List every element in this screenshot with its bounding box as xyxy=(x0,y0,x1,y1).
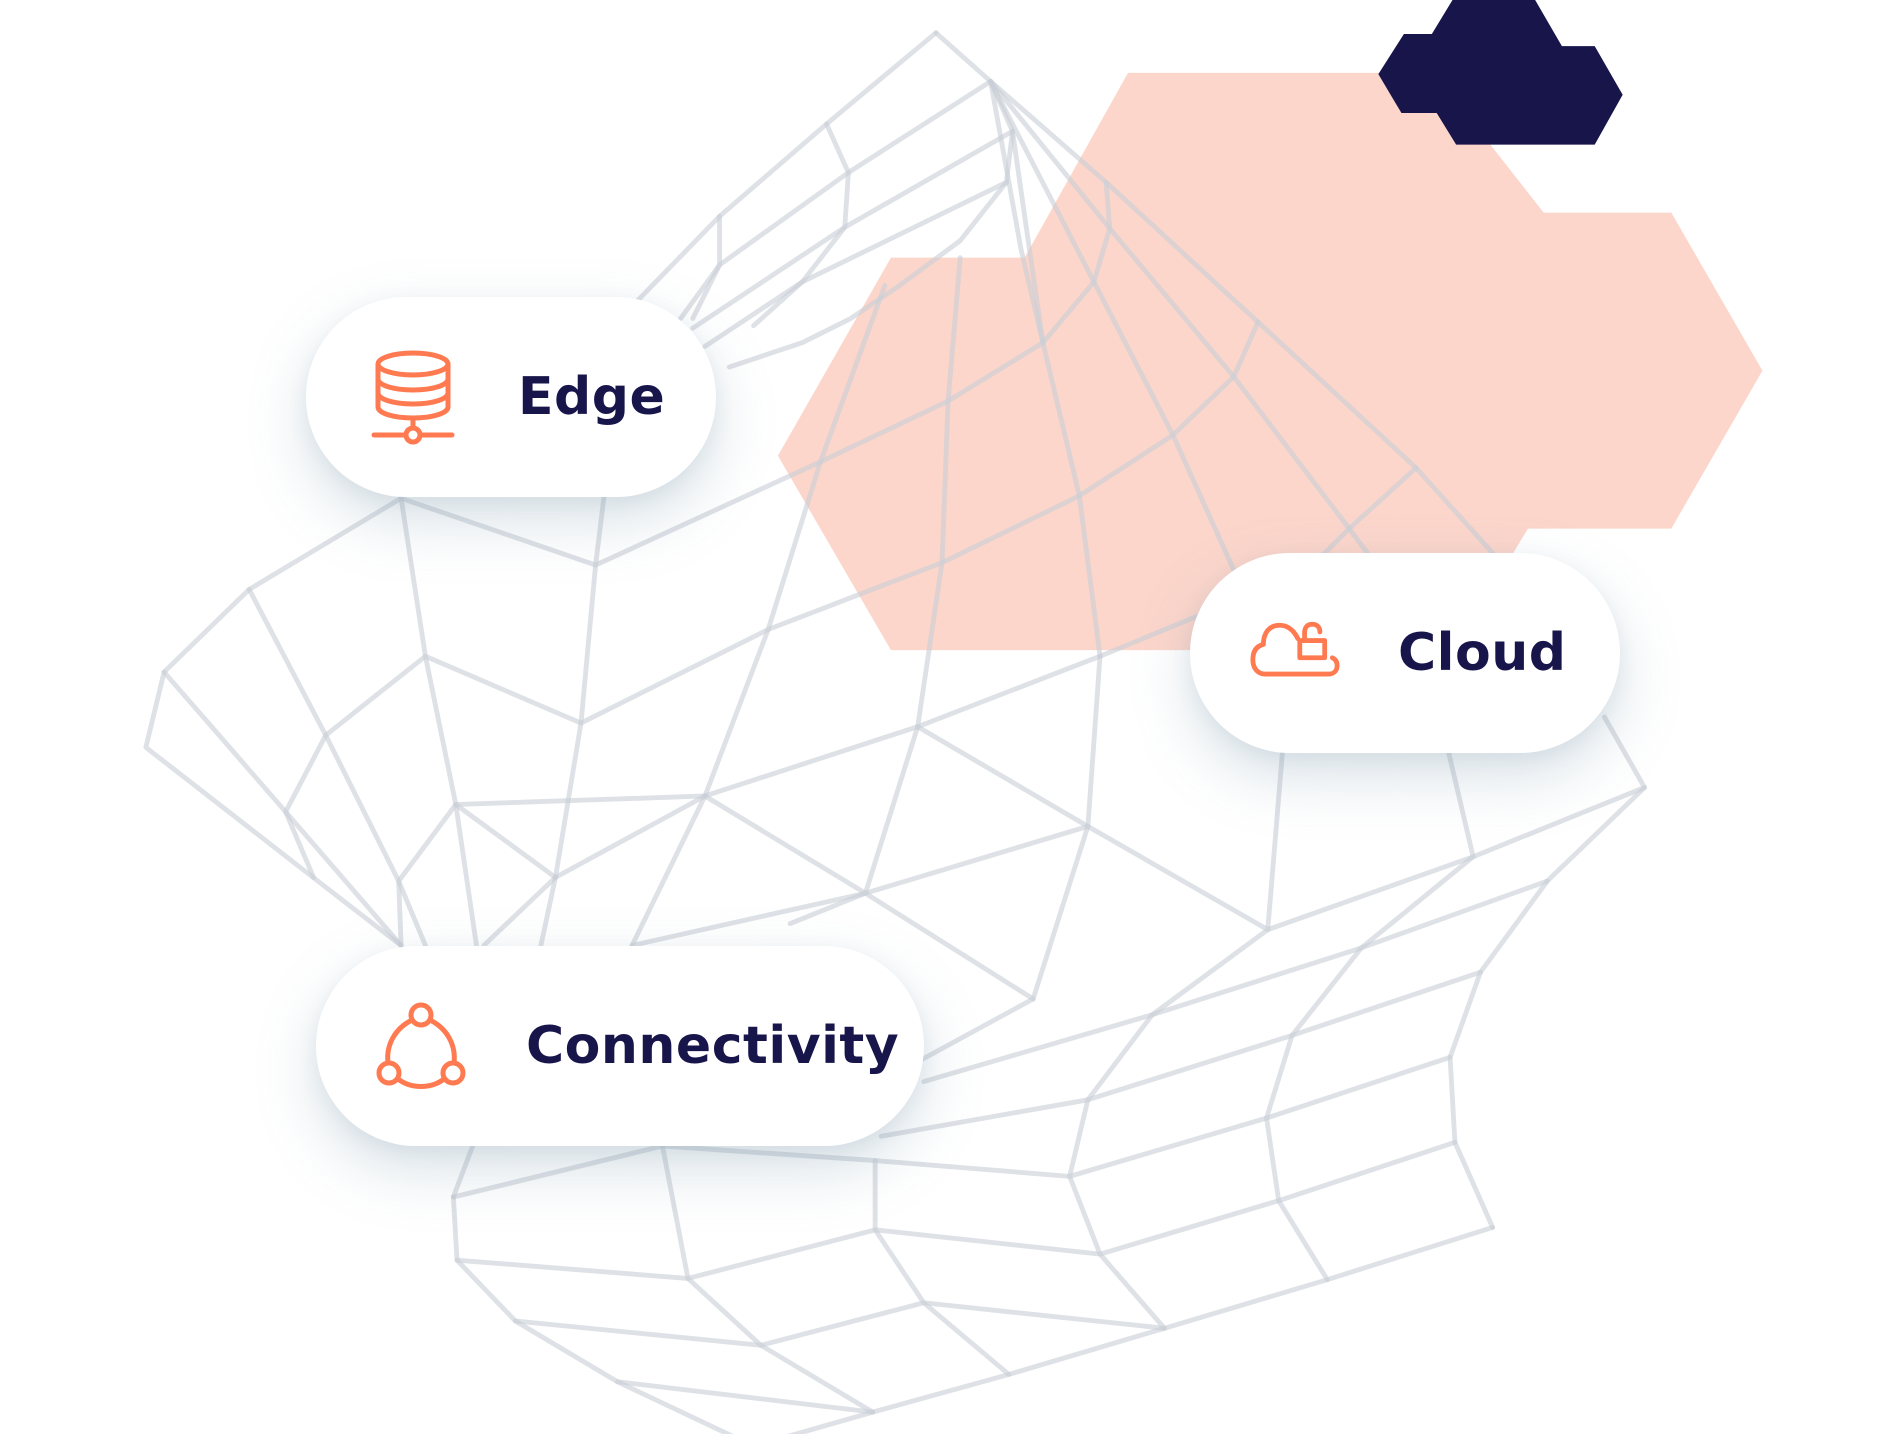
connectivity-nodes-icon xyxy=(376,996,466,1096)
wireframe-mesh xyxy=(143,30,1647,1434)
cloud-card[interactable]: Cloud xyxy=(1190,553,1620,753)
cloud-lock-icon xyxy=(1250,603,1340,703)
connectivity-card[interactable]: Connectivity xyxy=(316,946,924,1146)
edge-card-label: Edge xyxy=(518,367,666,427)
peach-hexagon-large xyxy=(777,72,1763,651)
edge-card[interactable]: Edge xyxy=(306,297,716,497)
navy-hexagon-cluster xyxy=(1378,0,1623,145)
database-network-icon xyxy=(368,347,458,447)
peach-hexagon-cluster xyxy=(777,72,1763,651)
cloud-card-label: Cloud xyxy=(1398,623,1567,683)
connectivity-card-label: Connectivity xyxy=(526,1016,900,1076)
